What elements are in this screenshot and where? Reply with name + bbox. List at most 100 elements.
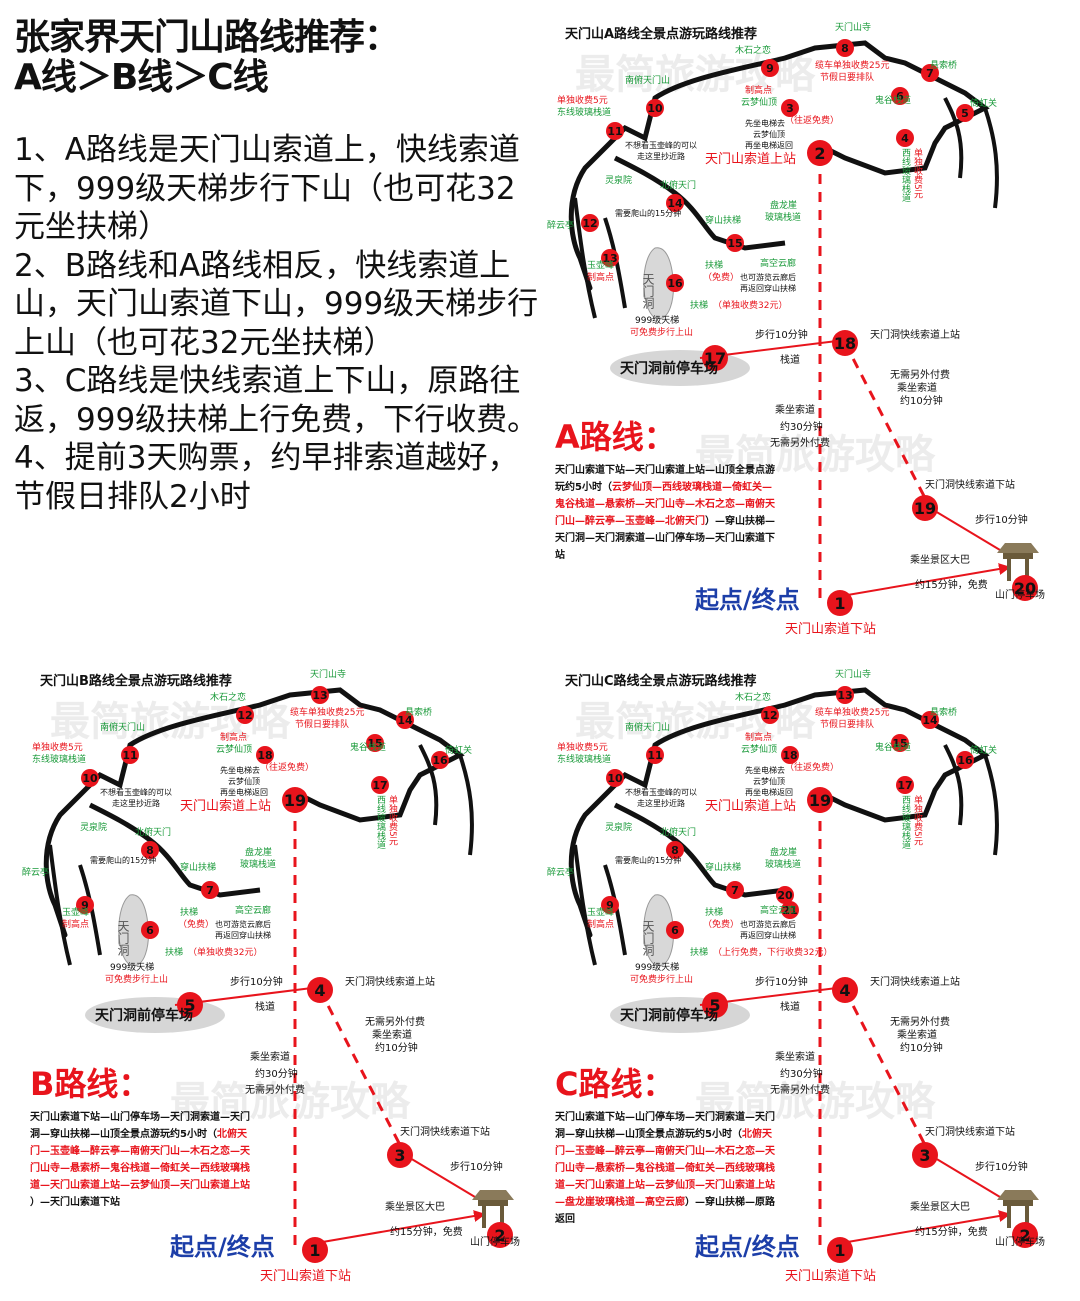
shuttle-time-label: 约15分钟，免费 bbox=[915, 578, 988, 591]
route-node-number: 16 bbox=[957, 754, 973, 767]
shortcut-note-1: 不想看玉壶峰的可以 bbox=[100, 787, 172, 797]
route-description-line: ）—天门山索道下站 bbox=[30, 1195, 120, 1208]
step-note-1: 先坐电梯去 bbox=[745, 118, 785, 128]
ghost-valley-label: 鬼谷栈道 bbox=[350, 741, 386, 753]
route-node-10 bbox=[646, 99, 664, 117]
fast-upper-label: 天门洞快线索道上站 bbox=[345, 975, 435, 988]
mountain-gate-icon bbox=[997, 543, 1039, 581]
zuiyun-label: 醉云亭 bbox=[547, 219, 574, 231]
route-node-17 bbox=[896, 776, 914, 794]
yunmeng-label: 云梦仙顶 bbox=[741, 743, 777, 755]
route-description-line: —盘龙崖玻璃栈道—高空云廊）—穿山扶梯—原路 bbox=[555, 1195, 776, 1208]
fast-time-label: 约10分钟 bbox=[900, 1041, 943, 1054]
fast-to-bus-line bbox=[929, 507, 1006, 554]
yuhu-label: 玉壶峰 bbox=[587, 259, 614, 271]
yuhu-top-label: 制高点 bbox=[587, 918, 614, 930]
north-gate-label: 北俯天门 bbox=[660, 179, 696, 191]
route-node-3 bbox=[912, 1142, 938, 1168]
no-extra-fee-label-2: 无需另外付费 bbox=[365, 1015, 425, 1028]
upper-station-label: 天门山索道上站 bbox=[180, 799, 271, 814]
route-node-14 bbox=[666, 194, 684, 212]
route-node-number: 15 bbox=[367, 737, 382, 750]
east-glass-fee-label: 单独收费5元 bbox=[32, 741, 83, 753]
route-description: 天门山索道下站—山门停车场—天门洞索道—天门洞—穿山扶梯—山顶全景点游玩约5小时… bbox=[555, 1110, 776, 1225]
route-node-number: 16 bbox=[667, 277, 683, 290]
free-walk-label: 可免费步行上山 bbox=[105, 973, 168, 985]
start-end-label: 起点/终点 bbox=[169, 1233, 275, 1261]
route-heading: A路线： bbox=[555, 418, 676, 456]
escalator-label-2: 扶梯 bbox=[165, 946, 183, 958]
route-node-4 bbox=[307, 977, 333, 1003]
yunmeng-top-label: 制高点 bbox=[745, 84, 772, 96]
route-node-number: 4 bbox=[901, 132, 909, 145]
escalator-free-label: （免费） bbox=[178, 918, 214, 930]
climb15-note: 需要爬山的15分钟 bbox=[615, 855, 681, 865]
south-gate-label: 南俯天门山 bbox=[625, 74, 670, 86]
route-node-number: 11 bbox=[122, 749, 137, 762]
south-gate-label: 南俯天门山 bbox=[625, 721, 670, 733]
stairs999-label: 999级天梯 bbox=[110, 961, 154, 973]
route-node-5 bbox=[956, 104, 974, 122]
route-node-number: 12 bbox=[582, 217, 597, 230]
north-gate-label: 北俯天门 bbox=[660, 826, 696, 838]
tianmen-temple-label: 天门山寺 bbox=[310, 668, 346, 680]
holiday-queue-label: 节假日要排队 bbox=[820, 718, 874, 730]
cable-time-label: 约30分钟 bbox=[780, 420, 823, 433]
panlong-glass-label: 玻璃栈道 bbox=[765, 211, 801, 223]
route-node-number: 14 bbox=[922, 714, 938, 727]
shuttle-bus-label: 乘坐景区大巴 bbox=[385, 1200, 445, 1213]
route-node-number: 19 bbox=[809, 791, 831, 810]
route-node-1 bbox=[302, 1237, 328, 1263]
mountain-inner bbox=[88, 802, 261, 898]
fast-upper-label: 天门洞快线索道上站 bbox=[870, 975, 960, 988]
route-node-number: 8 bbox=[671, 844, 679, 857]
route-node-2 bbox=[1012, 1222, 1038, 1248]
route-description: 天门山索道下站—天门山索道上站—山顶全景点游玩约5小时（云梦仙顶—西线玻璃栈道—… bbox=[555, 463, 776, 561]
route-node-8 bbox=[666, 841, 684, 859]
east-glass-label: 东线玻璃栈道 bbox=[32, 753, 86, 765]
tianmen-temple-label: 天门山寺 bbox=[835, 21, 871, 33]
route-node-number: 5 bbox=[184, 996, 195, 1015]
route-node-number: 11 bbox=[647, 749, 662, 762]
route-description-line: 门山寺—悬索桥—鬼谷栈道—倚虹关—西线玻璃栈 bbox=[555, 1161, 775, 1174]
no-extra-fee-label: 无需另外付费 bbox=[770, 436, 830, 449]
east-glass-fee-label: 单独收费5元 bbox=[557, 741, 608, 753]
walk10-label: 步行10分钟 bbox=[230, 975, 283, 988]
route-node-number: 5 bbox=[961, 107, 969, 120]
fast-to-bus-line bbox=[929, 1154, 1006, 1201]
step-note-3: 再坐电梯返回 bbox=[745, 787, 793, 797]
fast-lower-label: 天门洞快线索道下站 bbox=[925, 1125, 1015, 1138]
route-node-3 bbox=[387, 1142, 413, 1168]
route-node-number: 10 bbox=[647, 102, 663, 115]
route-node-number: 7 bbox=[926, 67, 934, 80]
walk10-label-2: 步行10分钟 bbox=[975, 513, 1028, 526]
wood-stone-label: 木石之恋 bbox=[735, 44, 771, 56]
route-node-9 bbox=[601, 896, 619, 914]
cave-label: 天门洞 bbox=[641, 920, 655, 956]
escalator-label: 扶梯 bbox=[180, 906, 198, 918]
parking-lot-label: 天门洞前停车场 bbox=[620, 1007, 718, 1024]
cave-rock bbox=[643, 894, 674, 967]
intro-panel: 张家界天门山路线推荐： A线＞B线＞C线 1、A路线是天门山索道上，快线索道下，… bbox=[14, 18, 542, 516]
cable-car-fee-label: 缆车单独收费25元 bbox=[290, 706, 364, 718]
escalator-fee-label: （单独收费32元） bbox=[713, 299, 787, 311]
corridor-note-2: 再返回穿山扶梯 bbox=[740, 283, 796, 293]
escalator-free-label: （免费） bbox=[703, 271, 739, 283]
yuhu-top-label: 制高点 bbox=[587, 271, 614, 283]
route-heading: C路线： bbox=[555, 1065, 675, 1103]
shuttle-time-label: 约15分钟，免费 bbox=[390, 1225, 463, 1238]
yunmeng-label: 云梦仙顶 bbox=[216, 743, 252, 755]
route-node-number: 7 bbox=[731, 884, 739, 897]
route-node-number: 16 bbox=[432, 754, 448, 767]
panlong-label: 盘龙崖 bbox=[245, 846, 272, 858]
route-node-2 bbox=[807, 140, 833, 166]
round-trip-free-label: （往返免费） bbox=[785, 114, 839, 126]
lower-station-label: 天门山索道下站 bbox=[785, 1269, 876, 1284]
route-node-number: 5 bbox=[709, 996, 720, 1015]
cable-car-fee-label: 缆车单独收费25元 bbox=[815, 59, 889, 71]
cable-line-fast bbox=[318, 989, 402, 1146]
route-description-line: 门山寺—悬索桥—鬼谷栈道—倚虹关—西线玻璃栈 bbox=[30, 1161, 250, 1174]
route-node-13 bbox=[311, 686, 329, 704]
route-node-20 bbox=[1012, 575, 1038, 601]
